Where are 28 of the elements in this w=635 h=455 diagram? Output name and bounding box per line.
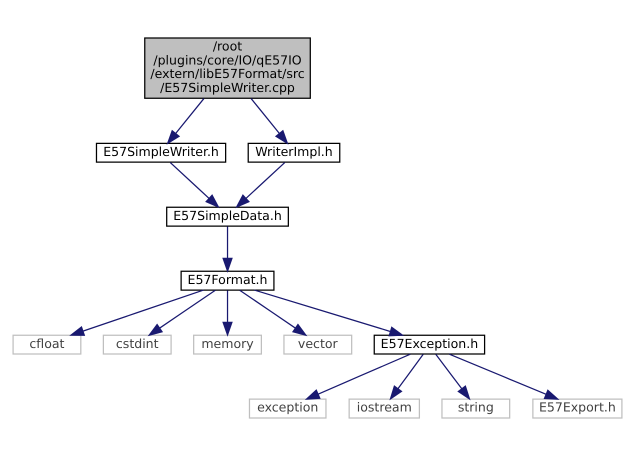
node-box: E57Exception.h	[374, 334, 486, 354]
arrow	[304, 353, 411, 400]
arrow	[250, 98, 288, 144]
arrow	[222, 226, 233, 272]
node-box: E57SimpleWriter.h	[96, 142, 226, 162]
arrow	[449, 353, 560, 400]
node-box: E57Format.h	[180, 270, 275, 290]
node-box: WriterImpl.h	[248, 142, 340, 162]
node-box: cstdint	[102, 334, 172, 354]
node-box: E57Export.h	[532, 398, 623, 418]
node-box: /root /plugins/core/IO/qE57IO /extern/libE57Format/src /E57SimpleWriter.cpp	[144, 36, 311, 98]
arrow	[148, 289, 216, 336]
arrow	[170, 162, 220, 208]
node-box: vector	[283, 334, 352, 354]
node-box: iostream	[348, 398, 420, 418]
arrow	[235, 162, 286, 208]
arrow	[389, 354, 424, 400]
arrow	[222, 290, 233, 336]
node-box: memory	[193, 334, 262, 354]
arrow	[435, 354, 471, 400]
node-box: exception	[248, 398, 327, 418]
arrow	[166, 98, 204, 144]
arrow	[69, 289, 204, 336]
arrow	[239, 289, 308, 336]
node-box: cfloat	[12, 334, 82, 354]
arrow	[254, 288, 404, 336]
node-box: string	[441, 398, 510, 418]
node-box: E57SimpleData.h	[166, 206, 289, 226]
